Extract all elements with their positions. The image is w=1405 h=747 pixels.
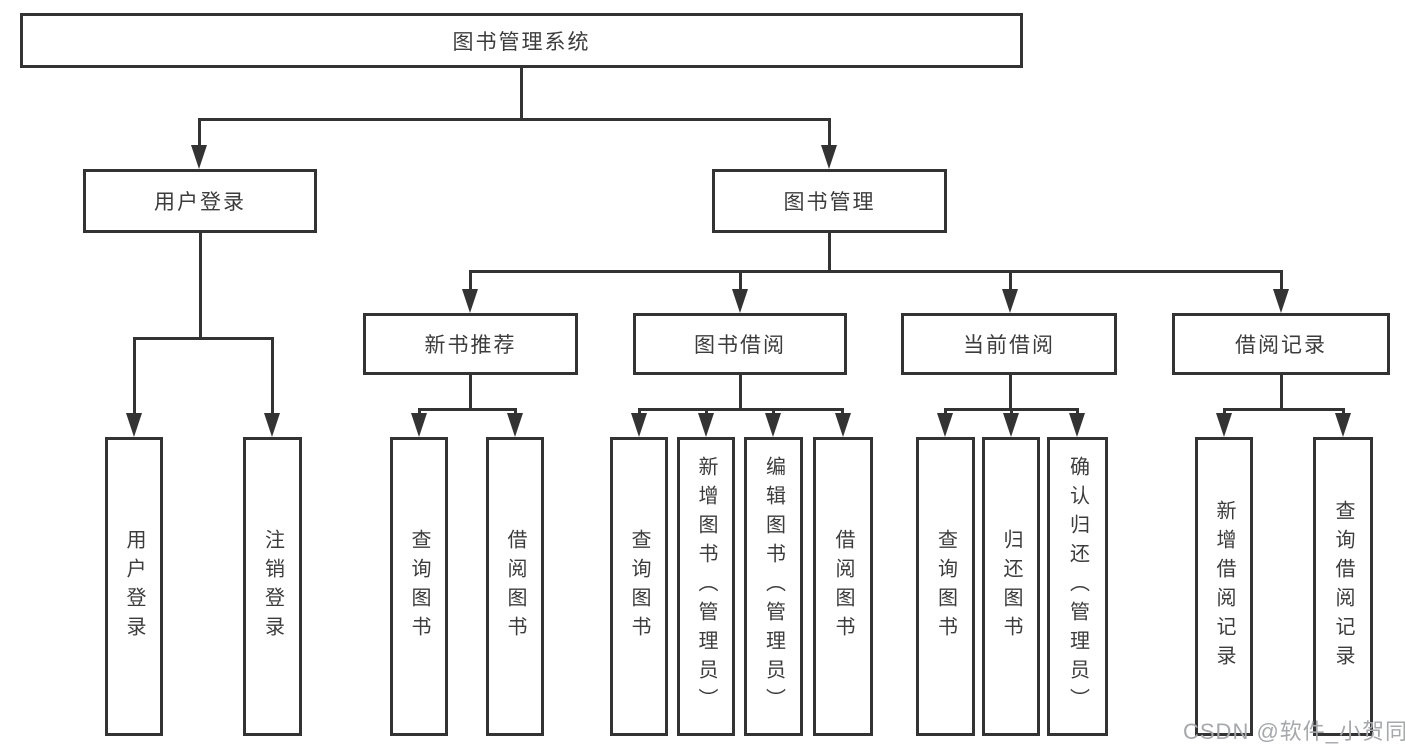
arrow-down-icon	[411, 413, 427, 437]
connector-stub-br-add	[1223, 408, 1226, 414]
leaf-bb-add-books-admin: 新增图书（管理员）	[677, 437, 735, 736]
connector-stub-new-book-rec	[469, 270, 472, 290]
connector-stub-leaf-user-login	[133, 337, 136, 414]
arrow-down-icon	[462, 289, 478, 313]
node-book-borrow: 图书借阅	[633, 313, 847, 375]
leaf-bb-borrow-books-label: 借阅图书	[832, 528, 854, 645]
leaf-bb-edit-books-admin: 编辑图书（管理员）	[744, 437, 803, 736]
leaf-nb-borrow-books-label: 借阅图书	[504, 528, 526, 645]
node-root-label: 图书管理系统	[452, 30, 591, 54]
connector-stub-cb-query	[944, 408, 947, 414]
connector-stub-bb-add	[705, 408, 708, 414]
arrow-down-icon	[937, 413, 953, 437]
connector-stub-leaf-logout	[271, 337, 274, 414]
leaf-user-login: 用户登录	[105, 437, 163, 736]
leaf-br-query-record-label: 查询借阅记录	[1332, 499, 1354, 674]
arrow-down-icon	[1216, 413, 1232, 437]
arrow-down-icon	[1003, 413, 1019, 437]
leaf-nb-query-books-label: 查询图书	[408, 528, 430, 645]
leaf-bb-borrow-books: 借阅图书	[813, 437, 873, 736]
arrow-down-icon	[732, 289, 748, 313]
connector-stub-cb-confirm	[1076, 408, 1079, 414]
node-book-mgmt: 图书管理	[712, 169, 947, 233]
node-user-login-label: 用户登录	[154, 191, 246, 214]
node-book-mgmt-label: 图书管理	[783, 191, 876, 214]
node-current-borrow-label: 当前借阅	[963, 334, 1055, 357]
leaf-bb-add-books-admin-label: 新增图书（管理员）	[695, 456, 717, 717]
connector-new-book-rec-down	[469, 375, 472, 408]
node-user-login: 用户登录	[83, 169, 317, 233]
connector-stub-user-login	[198, 118, 201, 146]
connector-borrow-record-down	[1280, 375, 1283, 408]
connector-root-down	[520, 68, 523, 118]
arrow-down-icon	[765, 413, 781, 437]
leaf-cb-confirm-return-admin: 确认归还（管理员）	[1047, 437, 1108, 736]
connector-stub-current-borrow	[1009, 270, 1012, 290]
connector-stub-book-borrow	[739, 270, 742, 290]
csdn-watermark: CSDN @软件_小贺同学	[1183, 719, 1405, 744]
arrow-down-icon	[698, 413, 714, 437]
arrow-down-icon	[264, 413, 280, 437]
leaf-nb-borrow-books: 借阅图书	[486, 437, 544, 736]
connector-book-borrow-hline	[638, 408, 844, 411]
leaf-logout: 注销登录	[243, 437, 302, 736]
connector-current-borrow-down	[1009, 375, 1012, 408]
connector-stub-nb-query	[418, 408, 421, 414]
node-borrow-record-label: 借阅记录	[1235, 334, 1327, 357]
leaf-bb-edit-books-admin-label: 编辑图书（管理员）	[762, 456, 785, 717]
connector-user-login-down	[199, 233, 202, 337]
connector-stub-bb-borrow	[841, 408, 844, 414]
connector-level1-hline	[198, 118, 831, 121]
connector-stub-br-query	[1342, 408, 1345, 414]
connector-level2-hline	[469, 270, 1283, 273]
leaf-cb-confirm-return-admin-label: 确认归还（管理员）	[1066, 456, 1089, 717]
leaf-cb-query-books: 查询图书	[916, 437, 975, 736]
leaf-user-login-label: 用户登录	[123, 528, 145, 645]
node-root: 图书管理系统	[20, 13, 1023, 68]
connector-stub-nb-borrow	[514, 408, 517, 414]
connector-borrow-record-hline	[1223, 408, 1344, 411]
connector-book-borrow-down	[739, 375, 742, 408]
connector-stub-borrow-record	[1280, 270, 1283, 290]
connector-stub-book-mgmt	[828, 118, 831, 146]
arrow-down-icon	[1069, 413, 1085, 437]
arrow-down-icon	[1002, 289, 1018, 313]
node-current-borrow: 当前借阅	[901, 313, 1117, 375]
arrow-down-icon	[507, 413, 523, 437]
leaf-br-add-record-label: 新增借阅记录	[1213, 499, 1235, 674]
node-new-book-rec-label: 新书推荐	[424, 334, 517, 357]
leaf-cb-query-books-label: 查询图书	[934, 528, 957, 645]
arrow-down-icon	[191, 145, 207, 169]
leaf-cb-return-books: 归还图书	[982, 437, 1040, 736]
connector-stub-bb-query	[638, 408, 641, 414]
node-book-borrow-label: 图书借阅	[694, 334, 786, 357]
connector-stub-bb-edit	[772, 408, 775, 414]
leaf-cb-return-books-label: 归还图书	[1000, 528, 1022, 645]
leaf-logout-label: 注销登录	[261, 528, 284, 645]
arrow-down-icon	[1273, 289, 1289, 313]
leaf-bb-query-books: 查询图书	[610, 437, 668, 736]
connector-book-mgmt-down	[828, 233, 831, 270]
arrow-down-icon	[1335, 413, 1351, 437]
arrow-down-icon	[126, 413, 142, 437]
leaf-nb-query-books: 查询图书	[390, 437, 448, 736]
connector-stub-cb-return	[1010, 408, 1013, 414]
node-new-book-rec: 新书推荐	[363, 313, 578, 375]
arrow-down-icon	[631, 413, 647, 437]
connector-new-book-rec-hline	[418, 408, 516, 411]
connector-user-login-hline	[133, 337, 274, 340]
arrow-down-icon	[835, 413, 851, 437]
node-borrow-record: 借阅记录	[1172, 313, 1390, 375]
leaf-bb-query-books-label: 查询图书	[628, 528, 650, 645]
leaf-br-add-record: 新增借阅记录	[1195, 437, 1253, 736]
leaf-br-query-record: 查询借阅记录	[1313, 437, 1373, 736]
arrow-down-icon	[821, 145, 837, 169]
